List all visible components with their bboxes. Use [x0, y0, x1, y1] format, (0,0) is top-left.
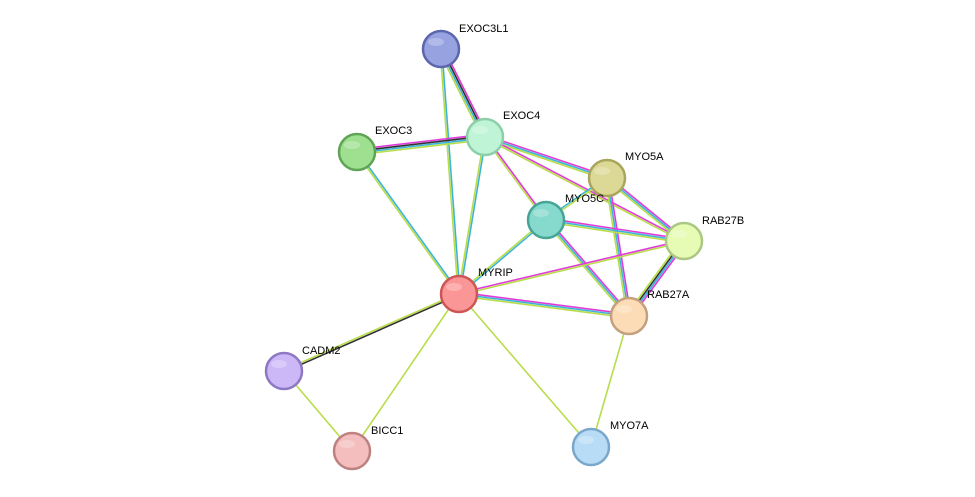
- edge-exoc3-myrip[interactable]: [355, 151, 461, 295]
- node-label: MYRIP: [478, 267, 513, 279]
- node-highlight: [446, 283, 462, 291]
- node-highlight: [339, 440, 355, 448]
- node-circle[interactable]: [526, 200, 566, 240]
- edge-myrip-bicc1[interactable]: [351, 293, 460, 452]
- edge-layer: [283, 47, 687, 452]
- node-label: EXOC4: [503, 110, 540, 122]
- node-highlight: [616, 305, 632, 313]
- edge-evidence-line: [546, 217, 685, 241]
- edge-evidence-line: [458, 293, 592, 448]
- edge-evidence-line: [459, 241, 685, 296]
- edge-evidence-line: [356, 133, 485, 151]
- node-circle[interactable]: [264, 351, 304, 391]
- node-myo5c[interactable]: MYO5C: [526, 193, 604, 240]
- node-label: MYO5C: [565, 193, 604, 205]
- node-exoc3l1[interactable]: EXOC3L1: [421, 23, 509, 69]
- edge-myo5c-rab27a[interactable]: [544, 218, 631, 318]
- edge-myrip-rab27a[interactable]: [458, 291, 630, 319]
- node-rab27b[interactable]: RAB27B: [664, 215, 744, 261]
- node-highlight: [271, 360, 287, 368]
- edge-evidence-line: [356, 135, 485, 152]
- node-rab27a[interactable]: RAB27A: [609, 289, 690, 336]
- node-label: MYO5A: [625, 151, 664, 163]
- node-highlight: [594, 167, 610, 175]
- edge-evidence-line: [485, 135, 685, 241]
- edge-exoc3l1-myrip[interactable]: [439, 48, 461, 295]
- edge-evidence-line: [484, 137, 684, 243]
- node-bicc1[interactable]: BICC1: [332, 425, 403, 471]
- edge-exoc4-rab27b[interactable]: [484, 135, 685, 243]
- node-circle[interactable]: [664, 221, 704, 261]
- edge-evidence-line: [355, 152, 459, 295]
- edge-evidence-line: [484, 136, 608, 179]
- node-label: RAB27B: [702, 215, 744, 227]
- edge-evidence-line: [458, 294, 629, 319]
- node-label: EXOC3L1: [459, 23, 509, 35]
- node-circle[interactable]: [571, 427, 611, 467]
- edge-evidence-line: [357, 138, 486, 156]
- node-highlight: [428, 38, 444, 46]
- node-circle[interactable]: [421, 29, 461, 69]
- edge-evidence-line: [441, 48, 461, 294]
- node-myo5a[interactable]: MYO5A: [587, 151, 664, 198]
- node-circle[interactable]: [337, 132, 377, 172]
- edge-evidence-line: [357, 137, 486, 154]
- node-highlight: [472, 126, 488, 134]
- node-label: BICC1: [371, 425, 403, 437]
- edge-evidence-line: [439, 49, 459, 295]
- edge-myrip-myo7a[interactable]: [458, 293, 592, 448]
- edge-evidence-line: [485, 134, 608, 178]
- node-highlight: [578, 436, 594, 444]
- node-cadm2[interactable]: CADM2: [264, 345, 341, 391]
- edge-evidence-line: [545, 220, 684, 244]
- node-label: CADM2: [302, 345, 341, 357]
- edge-evidence-line: [459, 291, 630, 316]
- edge-evidence-line: [544, 220, 629, 318]
- edge-evidence-line: [546, 218, 631, 316]
- edge-evidence-line: [457, 136, 485, 294]
- edge-exoc4-myrip[interactable]: [457, 136, 487, 295]
- edge-evidence-line: [545, 219, 630, 317]
- edge-evidence-line: [459, 137, 487, 295]
- edge-evidence-line: [357, 151, 461, 294]
- edge-evidence-line: [607, 177, 632, 316]
- node-highlight: [344, 141, 360, 149]
- edge-rab27a-myo7a[interactable]: [590, 315, 630, 448]
- edge-myrip-cadm2[interactable]: [283, 292, 460, 373]
- node-exoc4[interactable]: EXOC4: [465, 110, 540, 157]
- edge-evidence-line: [545, 219, 685, 242]
- edge-myrip-rab27b[interactable]: [458, 239, 685, 296]
- node-highlight: [671, 230, 687, 238]
- edge-myo5a-rab27a[interactable]: [604, 177, 632, 317]
- node-highlight: [533, 209, 549, 217]
- edge-evidence-line: [458, 293, 630, 317]
- edge-evidence-line: [590, 315, 630, 448]
- node-exoc3[interactable]: EXOC3: [337, 125, 412, 172]
- node-myrip[interactable]: MYRIP: [439, 267, 513, 314]
- edge-evidence-line: [458, 239, 684, 294]
- edge-evidence-line: [606, 177, 630, 317]
- edge-exoc3-exoc4[interactable]: [356, 133, 486, 156]
- edge-evidence-line: [283, 292, 459, 371]
- node-label: MYO7A: [610, 420, 649, 432]
- edge-myo5c-rab27b[interactable]: [545, 217, 685, 244]
- node-myo7a[interactable]: MYO7A: [571, 420, 649, 467]
- node-circle[interactable]: [609, 296, 649, 336]
- node-circle[interactable]: [465, 117, 505, 157]
- node-circle[interactable]: [587, 158, 627, 198]
- node-label: EXOC3: [375, 125, 412, 137]
- edge-evidence-line: [604, 178, 629, 317]
- node-label: RAB27A: [647, 289, 690, 301]
- edge-evidence-line: [284, 294, 460, 373]
- node-circle[interactable]: [439, 274, 479, 314]
- edge-evidence-line: [351, 293, 460, 452]
- node-circle[interactable]: [332, 431, 372, 471]
